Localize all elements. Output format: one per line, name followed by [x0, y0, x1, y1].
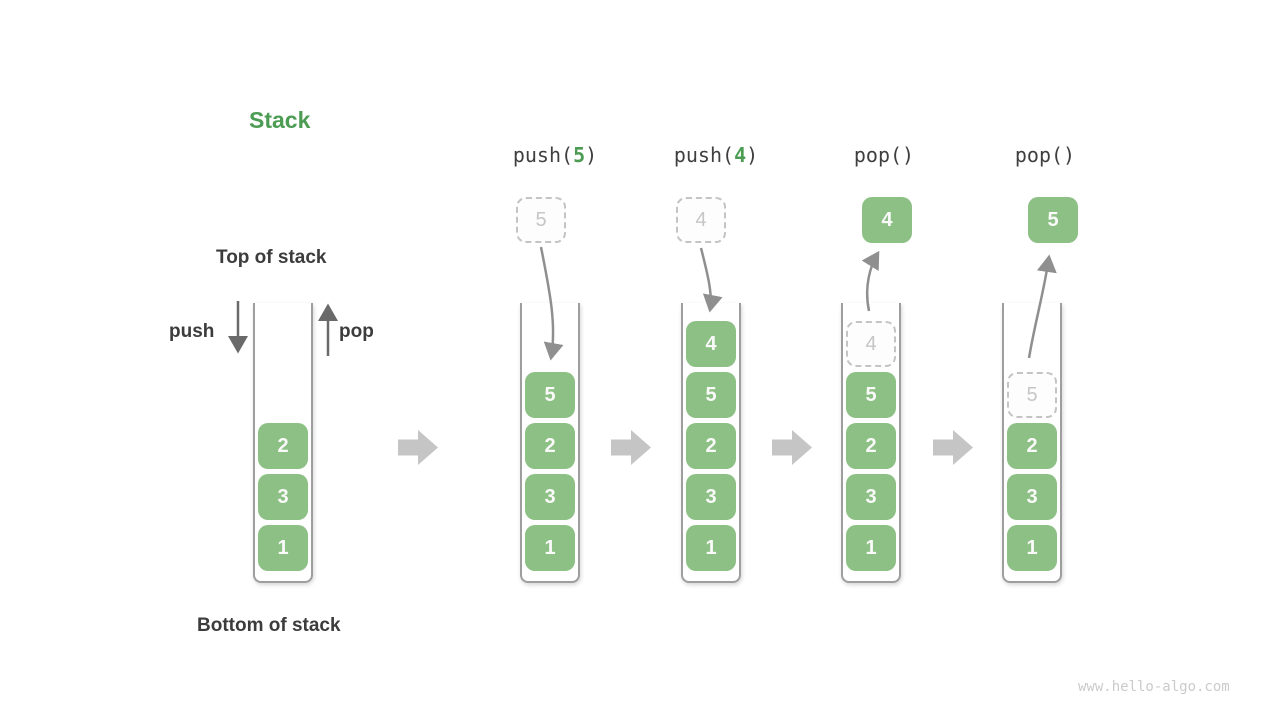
stack-element: 2	[686, 423, 736, 469]
stack-element: 2	[846, 423, 896, 469]
incoming-element-box: 5	[516, 197, 566, 243]
op-pre: push(	[512, 143, 574, 167]
pop-label: pop	[339, 321, 374, 342]
removed-element-ghost: 5	[1007, 372, 1057, 418]
stack-element: 5	[846, 372, 896, 418]
bottom-of-stack-label: Bottom of stack	[197, 615, 341, 636]
stack-element: 3	[1007, 474, 1057, 520]
push4-motion-arrow-icon	[699, 247, 723, 313]
stack-element: 2	[258, 423, 308, 469]
op-arg: 4	[734, 143, 747, 167]
operation-label-pop-1: pop()	[854, 143, 914, 167]
op-post: )	[746, 143, 759, 167]
stack-element: 2	[1007, 423, 1057, 469]
stack-element: 1	[525, 525, 575, 571]
stack-element: 5	[686, 372, 736, 418]
stack-element: 1	[686, 525, 736, 571]
operation-label-pop-2: pop()	[1015, 143, 1075, 167]
stack-element: 3	[686, 474, 736, 520]
operation-label-push5: push(5)	[513, 143, 597, 167]
stack-element: 3	[846, 474, 896, 520]
diagram-title: Stack	[249, 107, 311, 133]
incoming-element-box: 4	[676, 197, 726, 243]
op-post: )	[585, 143, 598, 167]
transition-arrow-icon	[611, 430, 651, 465]
stack-element: 2	[525, 423, 575, 469]
stack-element: 1	[258, 525, 308, 571]
op-arg: 5	[573, 143, 586, 167]
op-pre: pop()	[1014, 143, 1076, 167]
stack-element: 4	[686, 321, 736, 367]
popped-element-box: 4	[862, 197, 912, 243]
stack-element: 3	[258, 474, 308, 520]
stack-element: 1	[846, 525, 896, 571]
push-label: push	[169, 321, 215, 342]
removed-element-ghost: 4	[846, 321, 896, 367]
stack-element: 5	[525, 372, 575, 418]
transition-arrow-icon	[772, 430, 812, 465]
operation-label-push4: push(4)	[674, 143, 758, 167]
op-pre: pop()	[853, 143, 915, 167]
stack-element: 3	[525, 474, 575, 520]
popped-element-box: 5	[1028, 197, 1078, 243]
transition-arrow-icon	[398, 430, 438, 465]
transition-arrow-icon	[933, 430, 973, 465]
stack-element: 1	[1007, 525, 1057, 571]
watermark: www.hello-algo.com	[1078, 679, 1230, 695]
op-pre: push(	[673, 143, 735, 167]
top-of-stack-label: Top of stack	[216, 247, 327, 268]
